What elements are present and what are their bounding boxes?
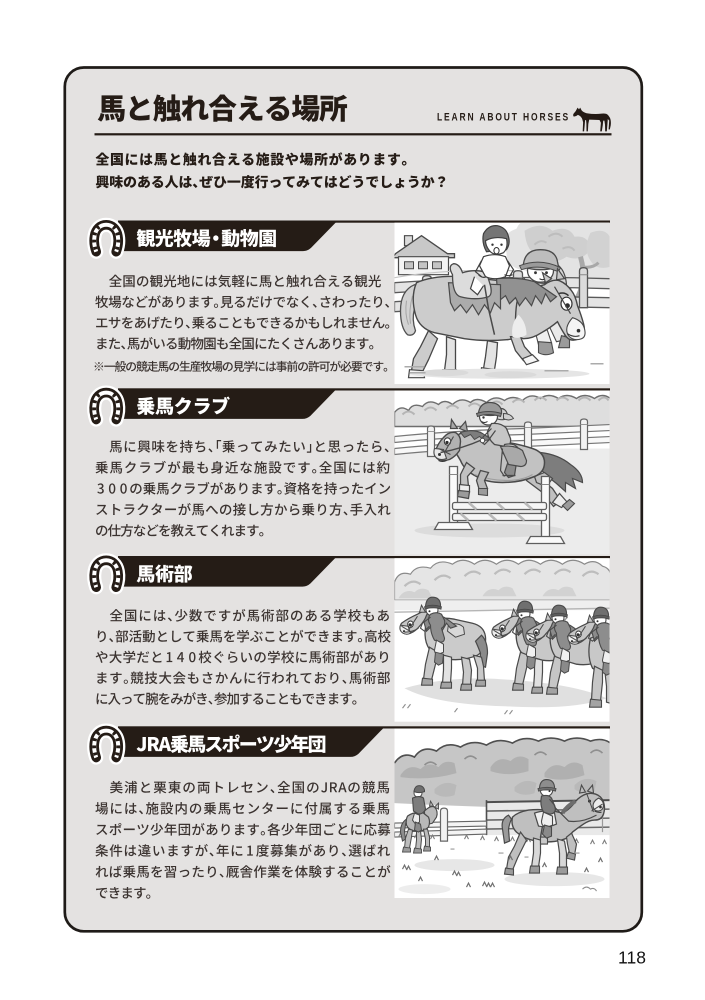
svg-text:LEARN ABOUT HORSES: LEARN ABOUT HORSES xyxy=(437,112,570,124)
svg-text:118: 118 xyxy=(618,948,646,968)
